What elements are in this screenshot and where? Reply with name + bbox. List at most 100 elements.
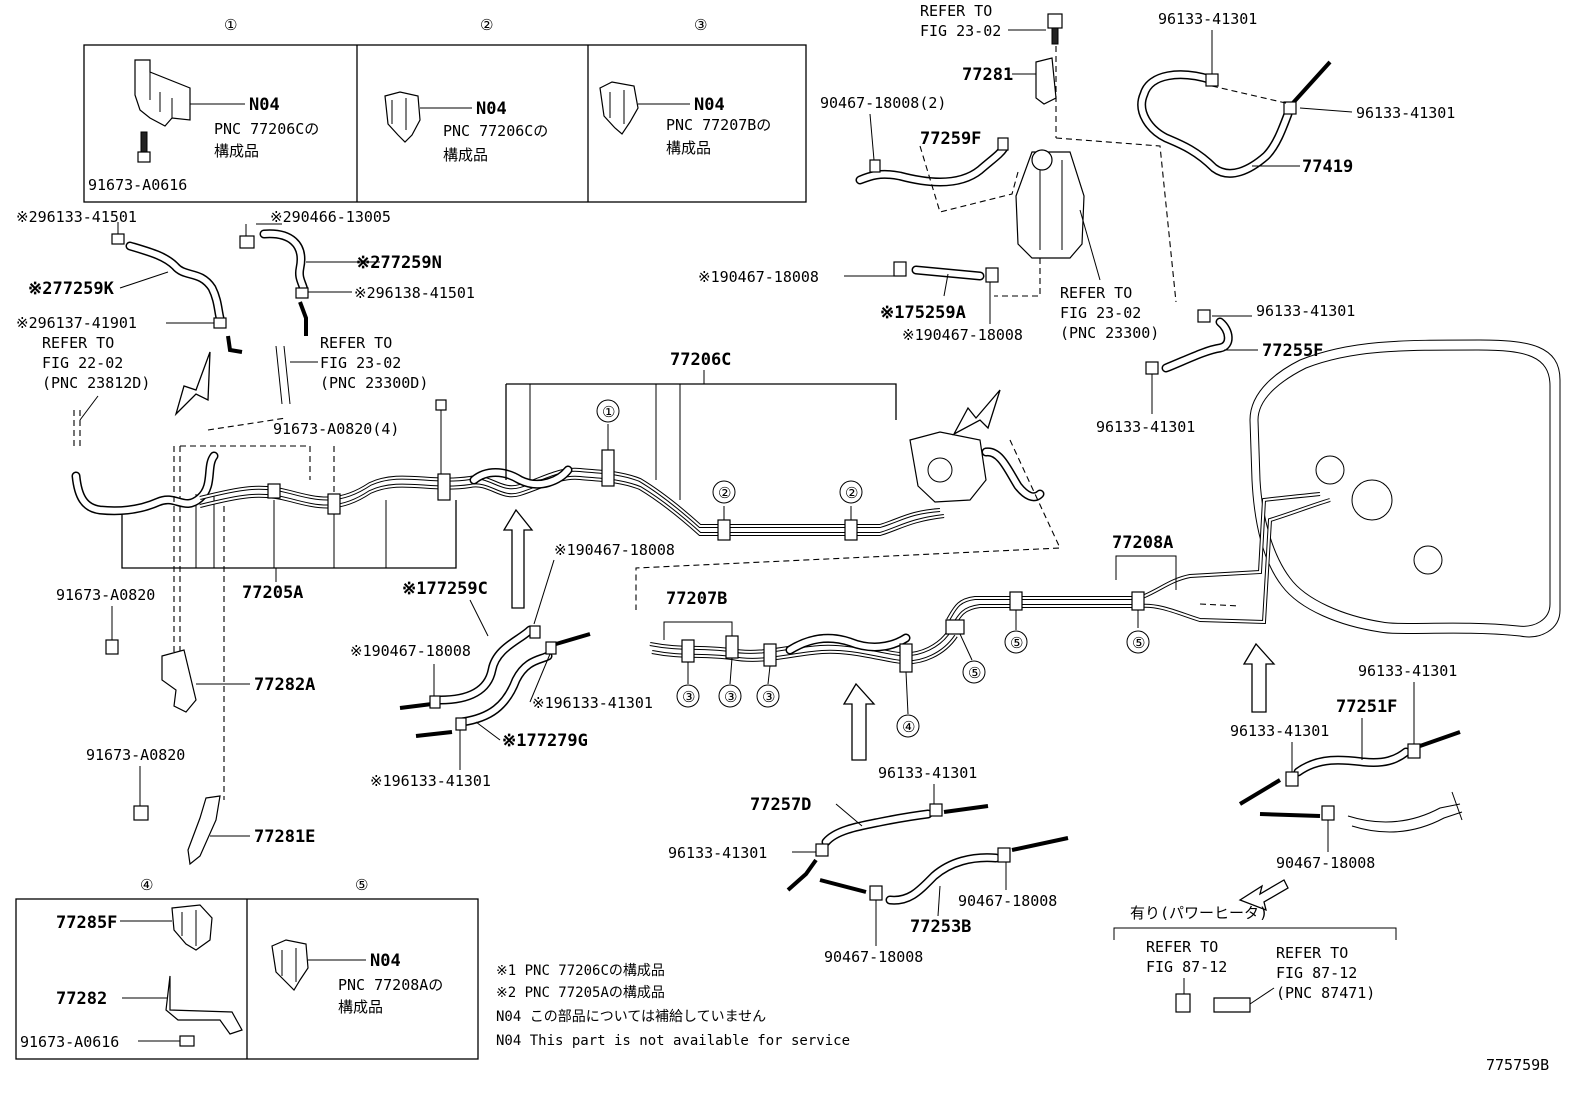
ref-fig23-300-line2: FIG 23-02 (1060, 304, 1141, 322)
bolt-91673-A0820-b (133, 805, 149, 821)
clamp-96133 (545, 641, 557, 655)
label-96133-41301-c1: ※196133-41301 (532, 694, 653, 712)
canister (1015, 149, 1085, 259)
clamp-90467-18008 (997, 137, 1009, 151)
bolt-91673-A0820 (435, 399, 447, 411)
label-77253B: 77253B (910, 917, 971, 937)
label-91673-A0820-b: 91673-A0820 (86, 746, 185, 764)
callout-3b: ③ (724, 688, 737, 706)
note-3: N04 この部品については補給していません (496, 1009, 766, 1025)
box2-code: N04 (476, 99, 507, 119)
hose-77257D (786, 804, 989, 892)
callout-circle (896, 714, 920, 738)
ref-fig22-line1: REFER TO (42, 334, 114, 352)
clip-2 (844, 519, 858, 541)
label-77206C: 77206C (670, 350, 731, 370)
callout-2a: ② (718, 484, 731, 502)
clamp-90467-18008 (985, 267, 999, 283)
hose-77251F (1238, 730, 1463, 833)
clamp-90467 (997, 847, 1011, 863)
ref-fig87b-line1: REFER TO (1276, 944, 1348, 962)
box4-part-a: 77285F (56, 913, 117, 933)
box5-desc: 構成品 (338, 998, 383, 1016)
callout-5c: ⑤ (968, 664, 981, 682)
label-91673-A0820-4: 91673-A0820(4) (273, 420, 399, 438)
clip-4 (899, 643, 913, 673)
bracket-77281E (187, 795, 221, 866)
arrow-to-canister (952, 389, 1001, 436)
clamp-96133-41301 (1145, 361, 1159, 375)
clamp-90467 (529, 625, 541, 639)
clip-icon-box3 (599, 81, 639, 135)
label-96133-41301-b2: 96133-41301 (668, 844, 767, 862)
label-box-77208A (1115, 555, 1177, 590)
label-90466-13005: ※290466-13005 (270, 208, 391, 226)
clamp-96133 (455, 717, 467, 731)
clip-3 (725, 635, 739, 659)
clip-5 (1009, 591, 1023, 611)
inset-2-number: ② (480, 16, 493, 34)
inset-4-number: ④ (140, 876, 153, 894)
bracket-77281 (1035, 57, 1057, 105)
callout-3a: ③ (682, 688, 695, 706)
clip-5 (945, 619, 965, 635)
clamp-96133-41301 (1283, 101, 1297, 115)
box1-pnc: PNC 77206Cの (214, 120, 319, 138)
box5-code: N04 (370, 951, 401, 971)
clamp-90467 (429, 695, 441, 709)
clamp-90467-18008 (869, 159, 881, 173)
clamp-90467-18008 (893, 261, 907, 277)
label-96133-41301-c2: ※196133-41301 (370, 772, 491, 790)
callout-circle (596, 399, 620, 423)
clip-on-rail (327, 493, 341, 515)
label-96133-41301-r3: 96133-41301 (1256, 302, 1355, 320)
canister-assembly-mid (635, 431, 1061, 610)
clamp-96133-41501 (111, 233, 125, 245)
box2-desc: 構成品 (443, 146, 488, 164)
label-77259F: 77259F (920, 129, 981, 149)
label-90467-18008-p: 90467-18008 (1276, 854, 1375, 872)
bolt-top (1047, 13, 1063, 29)
callout-circle (756, 684, 780, 708)
clamp-96133 (1407, 743, 1421, 759)
callout-circle (1004, 630, 1028, 654)
box5-pnc: PNC 77208Aの (338, 976, 443, 994)
callout-5a: ⑤ (1132, 634, 1145, 652)
label-96133-41301-r2: 96133-41301 (1356, 104, 1455, 122)
ref-fig23d-line3: (PNC 23300D) (320, 374, 428, 392)
fuel-line-main-left (71, 451, 945, 536)
hose-77253B (819, 836, 1069, 905)
clip-2 (717, 519, 731, 541)
label-96133-41501-k: ※296133-41501 (16, 208, 137, 226)
label-77419: 77419 (1302, 157, 1353, 177)
fuel-line-right (649, 492, 1331, 665)
inset-1-number: ① (224, 16, 237, 34)
box3-pnc: PNC 77207Bの (666, 116, 771, 134)
ref-fig23d-line1: REFER TO (320, 334, 392, 352)
label-77251F: 77251F (1336, 697, 1397, 717)
clamp-90467 (869, 885, 883, 901)
clip-5 (1131, 591, 1145, 611)
bolt-91673-A0820-a (105, 639, 119, 655)
fuel-tank-outline (1249, 339, 1561, 638)
arrow-left-down (174, 351, 211, 417)
label-96133-41301-r4: 96133-41301 (1096, 418, 1195, 436)
label-77259C: ※177259C (402, 579, 488, 599)
callout-4: ④ (902, 718, 915, 736)
ref-fig87-line1: REFER TO (1146, 938, 1218, 956)
drawing-id: 775759B (1486, 1056, 1549, 1074)
heater-hose-icon (1213, 997, 1251, 1013)
clamp-96137-41901 (213, 317, 227, 329)
label-box-77207B (663, 621, 733, 640)
callout-1: ① (602, 403, 615, 421)
label-90467-18008-t1: ※190467-18008 (698, 268, 819, 286)
box3-code: N04 (694, 95, 725, 115)
label-77259N: ※277259N (356, 253, 442, 273)
box3-desc: 構成品 (666, 139, 711, 157)
callout-2b: ② (845, 484, 858, 502)
inset-boxes-top (83, 44, 807, 203)
label-77257D: 77257D (750, 795, 811, 815)
callout-3c: ③ (762, 688, 775, 706)
label-90467-18008-b2: 90467-18008 (824, 948, 923, 966)
label-77279G: ※177279G (502, 731, 588, 751)
